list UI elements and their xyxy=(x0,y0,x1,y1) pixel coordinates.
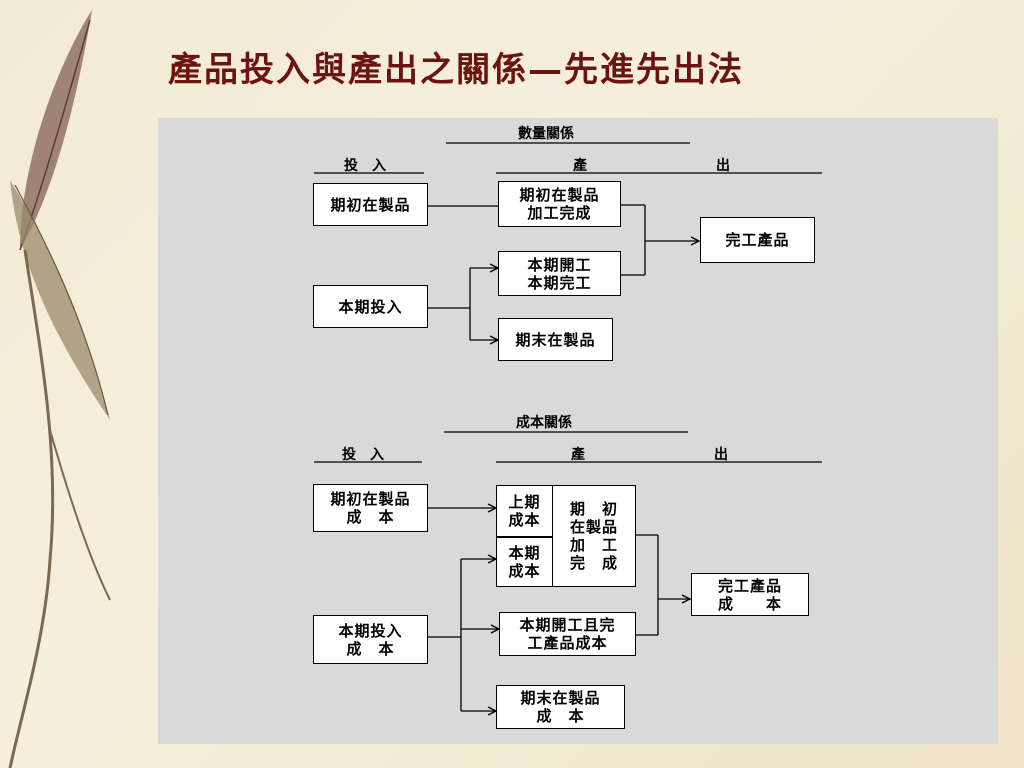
prior-period-cost-line2: 成本 xyxy=(508,511,541,529)
finished-goods-cost-line2: 成 本 xyxy=(717,594,782,613)
diagram-panel: 數量關係 投 入 產 出 期初在製品 期初在製品 加工完成 完工產品 本期開工 … xyxy=(158,118,998,744)
begin-wip-completed-cost-box: 期 初 在製品 加 工 完 成 xyxy=(552,485,636,587)
finished-goods-cost-line1: 完工產品 xyxy=(717,576,782,595)
current-period-cost-line1: 本期 xyxy=(508,544,541,562)
current-input-cost-line2: 成 本 xyxy=(346,639,395,658)
begin-wip-completed-box: 期初在製品 加工完成 xyxy=(498,181,621,227)
begin-wip-completed-cost-line1: 期 初 xyxy=(569,500,618,518)
current-period-cost-line2: 成本 xyxy=(508,562,541,580)
begin-wip-cost-line1: 期初在製品 xyxy=(330,490,411,508)
end-wip-cost-box: 期末在製品 成 本 xyxy=(496,685,625,729)
connector-lines xyxy=(314,142,822,744)
begin-wip-completed-line1: 期初在製品 xyxy=(519,186,600,204)
prior-period-cost-line1: 上期 xyxy=(508,493,541,511)
quantity-input-header: 投 入 xyxy=(344,158,386,174)
started-completed-cost-line2: 工產品成本 xyxy=(527,634,608,652)
cost-output-header-2: 出 xyxy=(714,447,728,463)
cost-output-header-1: 產 xyxy=(571,447,585,463)
finished-goods-cost-box: 完工產品 成 本 xyxy=(691,573,809,616)
begin-wip-box: 期初在製品 xyxy=(313,183,428,226)
started-completed-line2: 本期完工 xyxy=(527,273,592,292)
cost-section-title: 成本關係 xyxy=(516,415,572,431)
finished-goods-box: 完工產品 xyxy=(700,217,815,263)
begin-wip-completed-cost-line3: 加 工 xyxy=(569,536,618,554)
end-wip-cost-line1: 期末在製品 xyxy=(520,689,601,707)
quantity-output-header-1: 產 xyxy=(573,158,587,174)
end-wip-cost-line2: 成 本 xyxy=(536,707,585,725)
current-period-cost-box: 本期 成本 xyxy=(496,537,553,587)
started-completed-cost-line1: 本期開工且完 xyxy=(519,616,616,634)
end-wip-box: 期末在製品 xyxy=(498,318,613,361)
begin-wip-cost-line2: 成 本 xyxy=(346,508,395,526)
current-input-box: 本期投入 xyxy=(313,285,428,328)
prior-period-cost-box: 上期 成本 xyxy=(496,485,553,537)
cost-input-header: 投 入 xyxy=(342,447,384,463)
begin-wip-cost-box: 期初在製品 成 本 xyxy=(313,484,428,532)
quantity-section-title: 數量關係 xyxy=(518,126,574,142)
quantity-output-header-2: 出 xyxy=(716,158,730,174)
started-completed-line1: 本期開工 xyxy=(527,255,592,274)
current-input-cost-line1: 本期投入 xyxy=(338,621,403,640)
slide-title: 產品投入與產出之關係—先進先出法 xyxy=(168,50,744,90)
begin-wip-completed-cost-line4: 完 成 xyxy=(569,554,618,572)
begin-wip-completed-cost-line2: 在製品 xyxy=(569,518,618,536)
current-input-cost-box: 本期投入 成 本 xyxy=(313,615,428,664)
leaf-decoration xyxy=(8,10,111,768)
begin-wip-completed-line2: 加工完成 xyxy=(527,204,592,222)
started-completed-cost-box: 本期開工且完 工產品成本 xyxy=(499,612,636,656)
started-completed-box: 本期開工 本期完工 xyxy=(498,251,621,296)
